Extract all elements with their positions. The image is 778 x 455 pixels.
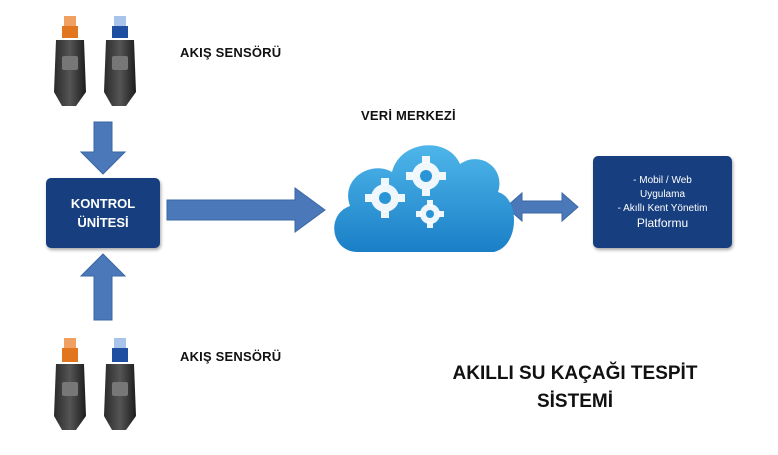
platform-box: - Mobil / Web Uygulama - Akıllı Kent Yön… — [593, 156, 732, 248]
cloud-icon — [334, 145, 515, 252]
arrow-down-icon — [79, 121, 127, 175]
platform-line2: Uygulama — [639, 189, 686, 200]
data-center-label: VERİ MERKEZİ — [361, 108, 456, 123]
flow-sensor-top-icon — [54, 16, 136, 106]
system-title-line2: SİSTEMİ — [536, 391, 613, 412]
control-unit-box: KONTROL ÜNİTESİ — [46, 178, 160, 248]
arrow-bidirectional-icon — [505, 191, 579, 223]
platform-line3: - Akıllı Kent Yönetim — [617, 203, 708, 214]
control-unit-line2: ÜNİTESİ — [77, 215, 129, 230]
platform-line1: - Mobil / Web — [633, 175, 692, 186]
arrow-up-icon — [79, 253, 127, 321]
system-title-line1: AKILLI SU KAÇAĞI TESPİT — [452, 363, 698, 384]
flow-sensor-bottom-icon — [54, 338, 136, 430]
arrow-right-icon — [166, 187, 326, 233]
platform-line4: Platformu — [636, 216, 689, 230]
system-title: AKILLI SU KAÇAĞI TESPİT SİSTEMİ — [430, 360, 720, 416]
sensor-bottom-label: AKIŞ SENSÖRÜ — [180, 349, 282, 364]
sensor-top-label: AKIŞ SENSÖRÜ — [180, 45, 282, 60]
control-unit-line1: KONTROL — [70, 196, 136, 211]
